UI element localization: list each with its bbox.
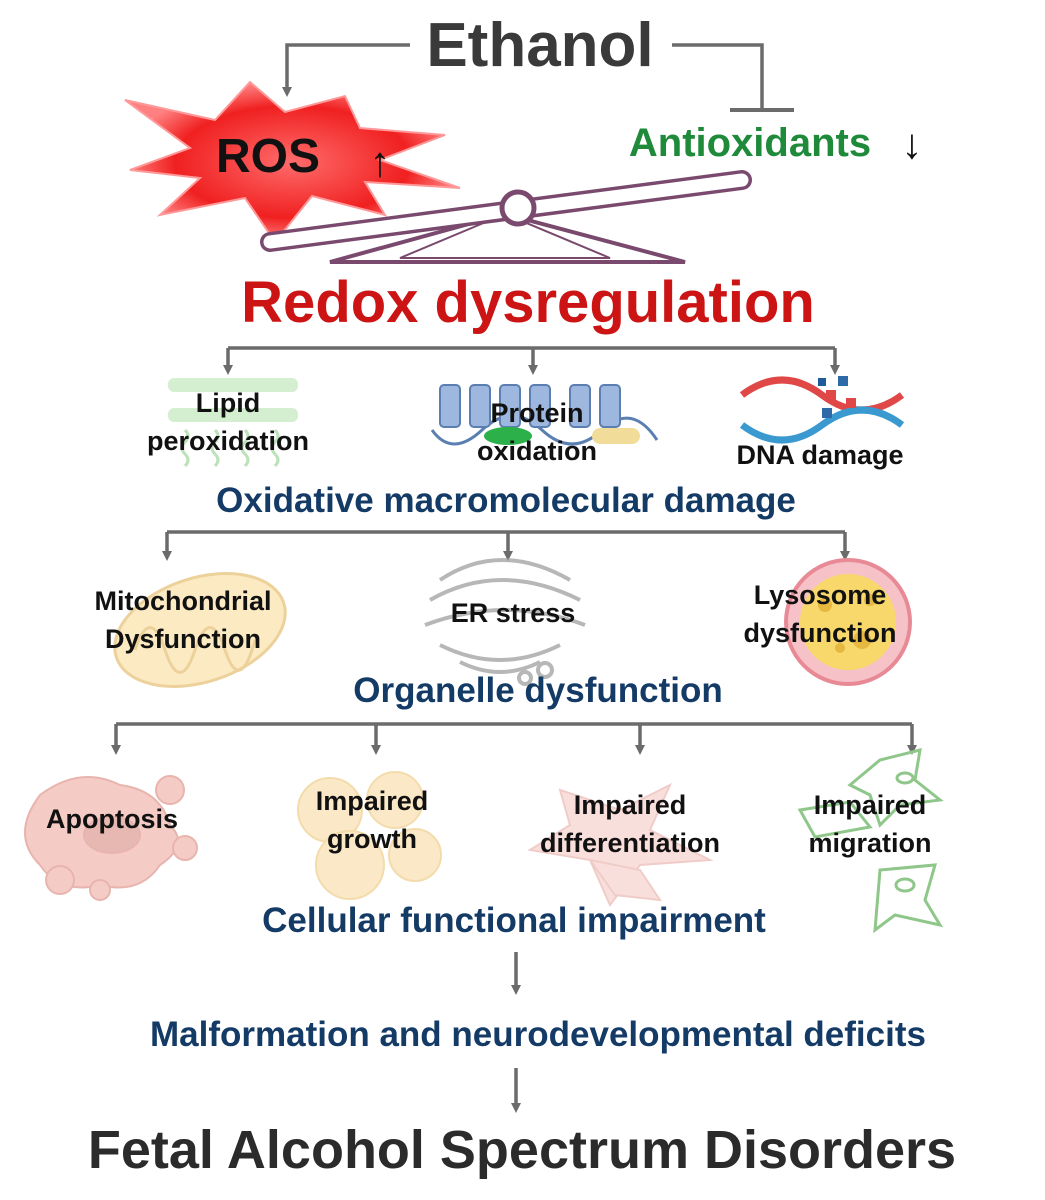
apoptotic-cells-icon xyxy=(24,775,198,901)
ethanol-to-ros-arrow xyxy=(282,43,410,97)
lipid-label-line1: Lipid xyxy=(196,388,260,418)
fasd-label: Fetal Alcohol Spectrum Disorders xyxy=(88,1120,956,1180)
dna-damage-label: DNA damage xyxy=(736,440,903,470)
endoplasmic-reticulum-icon xyxy=(424,558,586,686)
lyso-label-line1: Lysosome xyxy=(754,580,887,610)
protein-label-line1: Protein xyxy=(490,398,583,428)
redox-dysregulation-label: Redox dysregulation xyxy=(241,270,815,335)
apoptosis-label: Apoptosis xyxy=(46,804,178,834)
mito-label-line2: Dysfunction xyxy=(105,624,261,654)
organelle-dysfunction-label: Organelle dysfunction xyxy=(353,671,723,710)
protein-membrane-icon xyxy=(430,384,659,446)
lysosome-icon xyxy=(784,558,912,686)
antioxidants-label: Antioxidants xyxy=(629,121,871,165)
ethanol-label: Ethanol xyxy=(426,11,653,80)
antioxidants-down-arrow: ↓ xyxy=(902,120,923,167)
growth-label-line1: Impaired xyxy=(316,786,429,816)
lipid-bilayer-icon xyxy=(168,378,298,468)
macromolecular-damage-label: Oxidative macromolecular damage xyxy=(216,481,796,520)
ros-up-arrow: ↑ xyxy=(370,138,391,185)
lyso-label-line2: dysfunction xyxy=(744,618,897,648)
lipid-label-line2: peroxidation xyxy=(147,426,309,456)
cellular-impairment-label: Cellular functional impairment xyxy=(262,901,766,940)
mito-label-line1: Mitochondrial xyxy=(95,586,272,616)
migrating-cells-icon xyxy=(797,747,944,934)
growth-label-line2: growth xyxy=(327,824,417,854)
ros-starburst-icon xyxy=(124,80,461,244)
malformation-label: Malformation and neurodevelopmental defi… xyxy=(150,1015,926,1054)
ethanol-inhibits-antioxidants xyxy=(672,43,764,108)
ros-label: ROS xyxy=(216,130,320,183)
differentiating-cells-icon xyxy=(527,782,714,907)
migr-label-line1: Impaired xyxy=(814,790,927,820)
impaired-growth-cells-icon xyxy=(297,771,442,900)
migr-label-line2: migration xyxy=(808,828,931,858)
er-stress-label: ER stress xyxy=(451,598,576,628)
protein-label-line2: oxidation xyxy=(477,436,597,466)
dna-helix-icon xyxy=(739,376,905,444)
mitochondrion-icon xyxy=(113,572,287,688)
diff-label-line1: Impaired xyxy=(574,790,687,820)
diff-label-line2: differentiation xyxy=(540,828,720,858)
seesaw-icon xyxy=(260,170,752,264)
